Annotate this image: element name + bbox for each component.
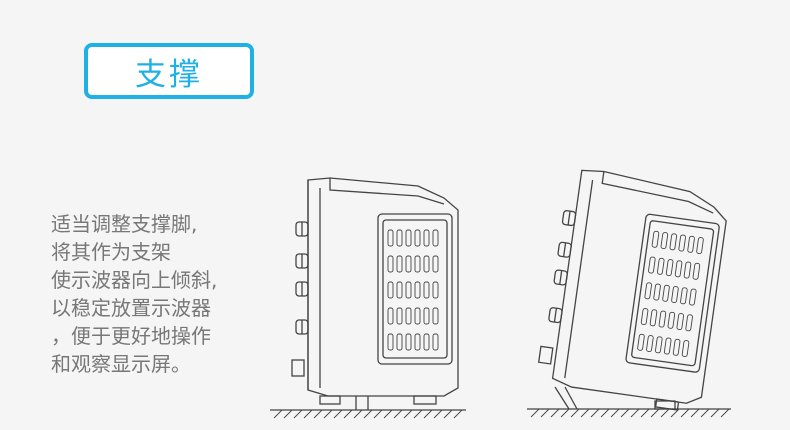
- description-line-5: ，便于更好地操作: [51, 324, 211, 348]
- description-line-1: 适当调整支撑脚,: [51, 212, 198, 236]
- description: 适当调整支撑脚, 将其作为支架 使示波器向上倾斜, 以稳定放置示波器 ，便于更好…: [51, 210, 271, 378]
- oscilloscope-upright-icon: [270, 177, 466, 419]
- page-title: 支撑: [135, 56, 203, 93]
- oscilloscope-upright-illustration: [268, 170, 468, 428]
- description-line-6: 和观察显示屏。: [51, 352, 191, 376]
- description-line-3: 使示波器向上倾斜,: [51, 268, 218, 292]
- description-line-2: 将其作为支架: [51, 240, 171, 264]
- title-box: 支撑: [84, 43, 254, 99]
- oscilloscope-tilted-illustration: [525, 165, 735, 427]
- description-line-4: 以稳定放置示波器: [51, 296, 211, 320]
- oscilloscope-tilted-icon: [527, 169, 731, 418]
